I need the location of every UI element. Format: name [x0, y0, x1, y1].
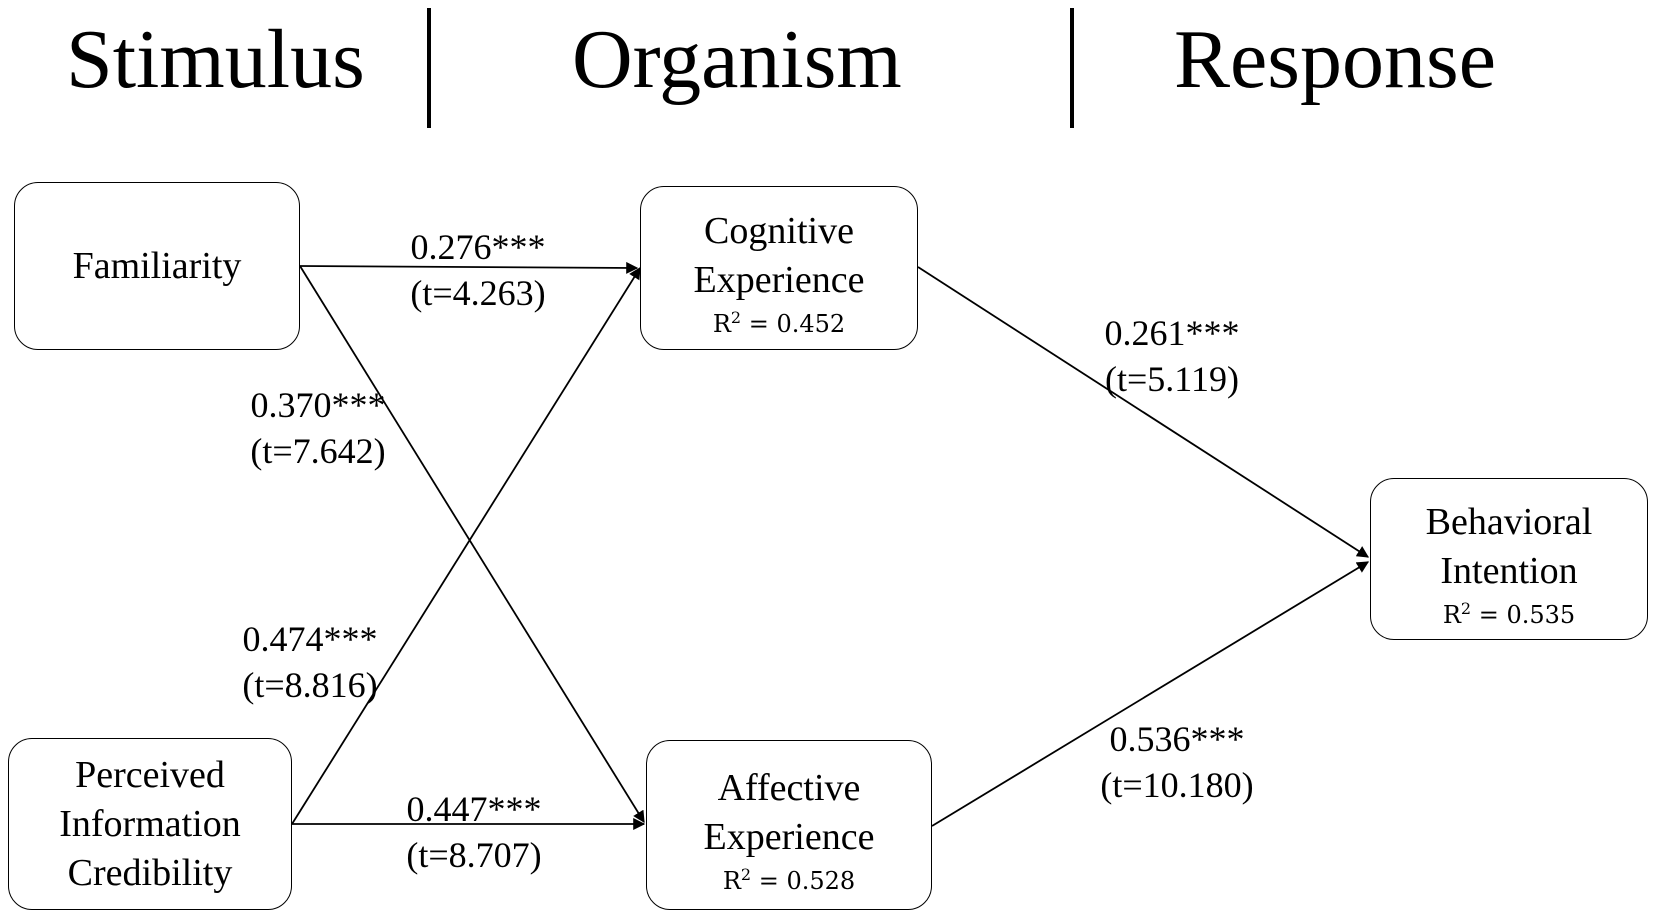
node-perceived-information-credibility: Perceived Information Credibility [8, 738, 292, 910]
node-intention-label-line1: Behavioral [1425, 501, 1593, 543]
coef-credibility-affective: 0.447*** (t=8.707) [374, 786, 574, 878]
coef-credibility-affective-t: (t=8.707) [406, 835, 542, 875]
arrow-affective-to-intention [931, 561, 1370, 827]
coef-familiarity-cognitive-t: (t=4.263) [410, 273, 546, 313]
coef-credibility-affective-value: 0.447*** [406, 789, 542, 829]
header-stimulus: Stimulus [66, 13, 365, 106]
arrow-familiarity-to-affective [299, 265, 645, 824]
node-intention-label-line2: Intention [1440, 550, 1578, 592]
coef-affective-intention-value: 0.536*** [1109, 719, 1245, 759]
coef-credibility-cognitive: 0.474*** (t=8.816) [210, 616, 410, 708]
arrow-cognitive-to-intention [917, 266, 1370, 558]
coef-familiarity-affective-t: (t=7.642) [250, 431, 386, 471]
arrow-credibility-to-cognitive [291, 266, 641, 825]
node-affective-label-line1: Affective [717, 767, 861, 809]
node-cognitive-label-line2: Experience [693, 259, 865, 301]
coef-familiarity-cognitive-value: 0.276*** [410, 227, 546, 267]
node-intention-r-squared: R2 = 0.535 [1442, 599, 1576, 629]
coef-cognitive-intention-t: (t=5.119) [1105, 359, 1239, 399]
node-affective-r-squared: R2 = 0.528 [722, 865, 856, 895]
node-credibility-label-line3: Credibility [67, 851, 233, 894]
node-familiarity-label: Familiarity [72, 244, 242, 287]
coef-credibility-cognitive-value: 0.474*** [242, 619, 378, 659]
coef-familiarity-affective: 0.370*** (t=7.642) [218, 382, 418, 474]
node-cognitive-label-line1: Cognitive [704, 210, 854, 252]
header-response: Response [1174, 13, 1496, 106]
coef-affective-intention-t: (t=10.180) [1100, 765, 1254, 805]
node-credibility-label-line2: Information [59, 802, 241, 845]
coef-cognitive-intention-value: 0.261*** [1104, 313, 1240, 353]
node-credibility-label-line1: Perceived [75, 753, 225, 796]
node-familiarity: Familiarity [14, 182, 300, 350]
coef-cognitive-intention: 0.261*** (t=5.119) [1072, 310, 1272, 402]
header-organism: Organism [572, 13, 902, 106]
node-cognitive-r-squared: R2 = 0.452 [712, 308, 846, 338]
coef-familiarity-affective-value: 0.370*** [250, 385, 386, 425]
arrow-familiarity-to-cognitive [299, 261, 639, 274]
node-affective-label-line2: Experience [703, 816, 875, 858]
node-affective-experience: Affective Experience R2 = 0.528 [646, 740, 932, 910]
coef-familiarity-cognitive: 0.276*** (t=4.263) [378, 224, 578, 316]
node-cognitive-experience: Cognitive Experience R2 = 0.452 [640, 186, 918, 350]
coef-credibility-cognitive-t: (t=8.816) [242, 665, 378, 705]
coef-affective-intention: 0.536*** (t=10.180) [1072, 716, 1282, 808]
node-behavioral-intention: Behavioral Intention R2 = 0.535 [1370, 478, 1648, 640]
